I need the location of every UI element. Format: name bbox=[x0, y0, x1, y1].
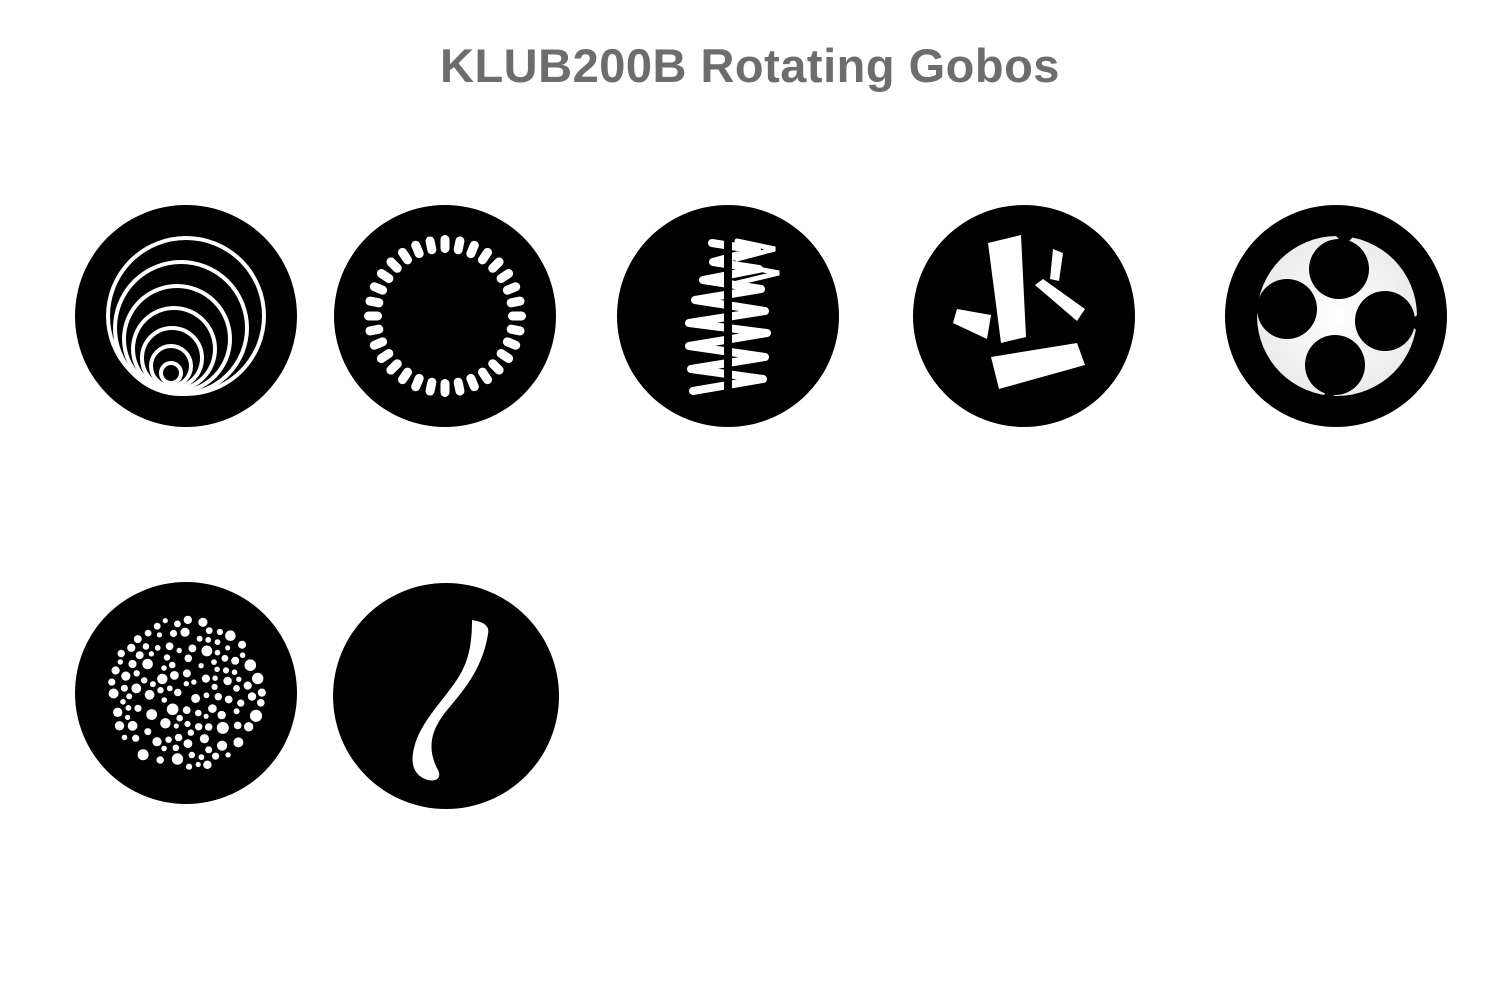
gobo-dash-ring bbox=[334, 205, 556, 427]
gobo-concentric-rings bbox=[75, 205, 297, 427]
gobo-s-curve bbox=[333, 583, 559, 809]
page-title: KLUB200B Rotating Gobos bbox=[440, 39, 1060, 92]
gobo-zigzag-columns bbox=[617, 205, 839, 427]
gobo-four-lobe-cross bbox=[1225, 205, 1447, 427]
gobo-dot-cluster bbox=[75, 582, 297, 804]
gobo-shard-fragments bbox=[913, 205, 1135, 427]
